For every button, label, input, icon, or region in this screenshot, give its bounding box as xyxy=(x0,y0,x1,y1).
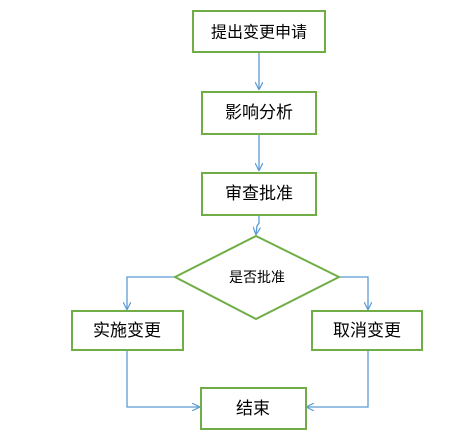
node-review-label: 审查批准 xyxy=(225,184,293,204)
arrow-cancel-to-end xyxy=(307,350,369,407)
node-implement-label: 实施变更 xyxy=(93,321,161,341)
node-approval-decision: 是否批准 xyxy=(172,234,342,321)
node-decision-label: 是否批准 xyxy=(229,270,285,286)
node-cancel-change: 取消变更 xyxy=(311,310,423,351)
arrow-decision-to-implement xyxy=(127,276,175,309)
arrow-decision-to-cancel xyxy=(339,276,368,309)
node-implement-change: 实施变更 xyxy=(71,310,184,351)
node-submit-change-request: 提出变更申请 xyxy=(192,10,326,53)
node-end-label: 结束 xyxy=(236,399,270,419)
arrow-review-to-decision xyxy=(256,215,259,234)
node-impact-label: 影响分析 xyxy=(225,103,293,123)
node-submit-label: 提出变更申请 xyxy=(211,23,307,42)
node-impact-analysis: 影响分析 xyxy=(201,91,317,135)
node-review-approval: 审查批准 xyxy=(201,172,317,216)
node-end: 结束 xyxy=(200,387,307,430)
node-cancel-label: 取消变更 xyxy=(333,321,401,341)
arrow-implement-to-end xyxy=(126,350,199,407)
edges xyxy=(127,52,368,407)
